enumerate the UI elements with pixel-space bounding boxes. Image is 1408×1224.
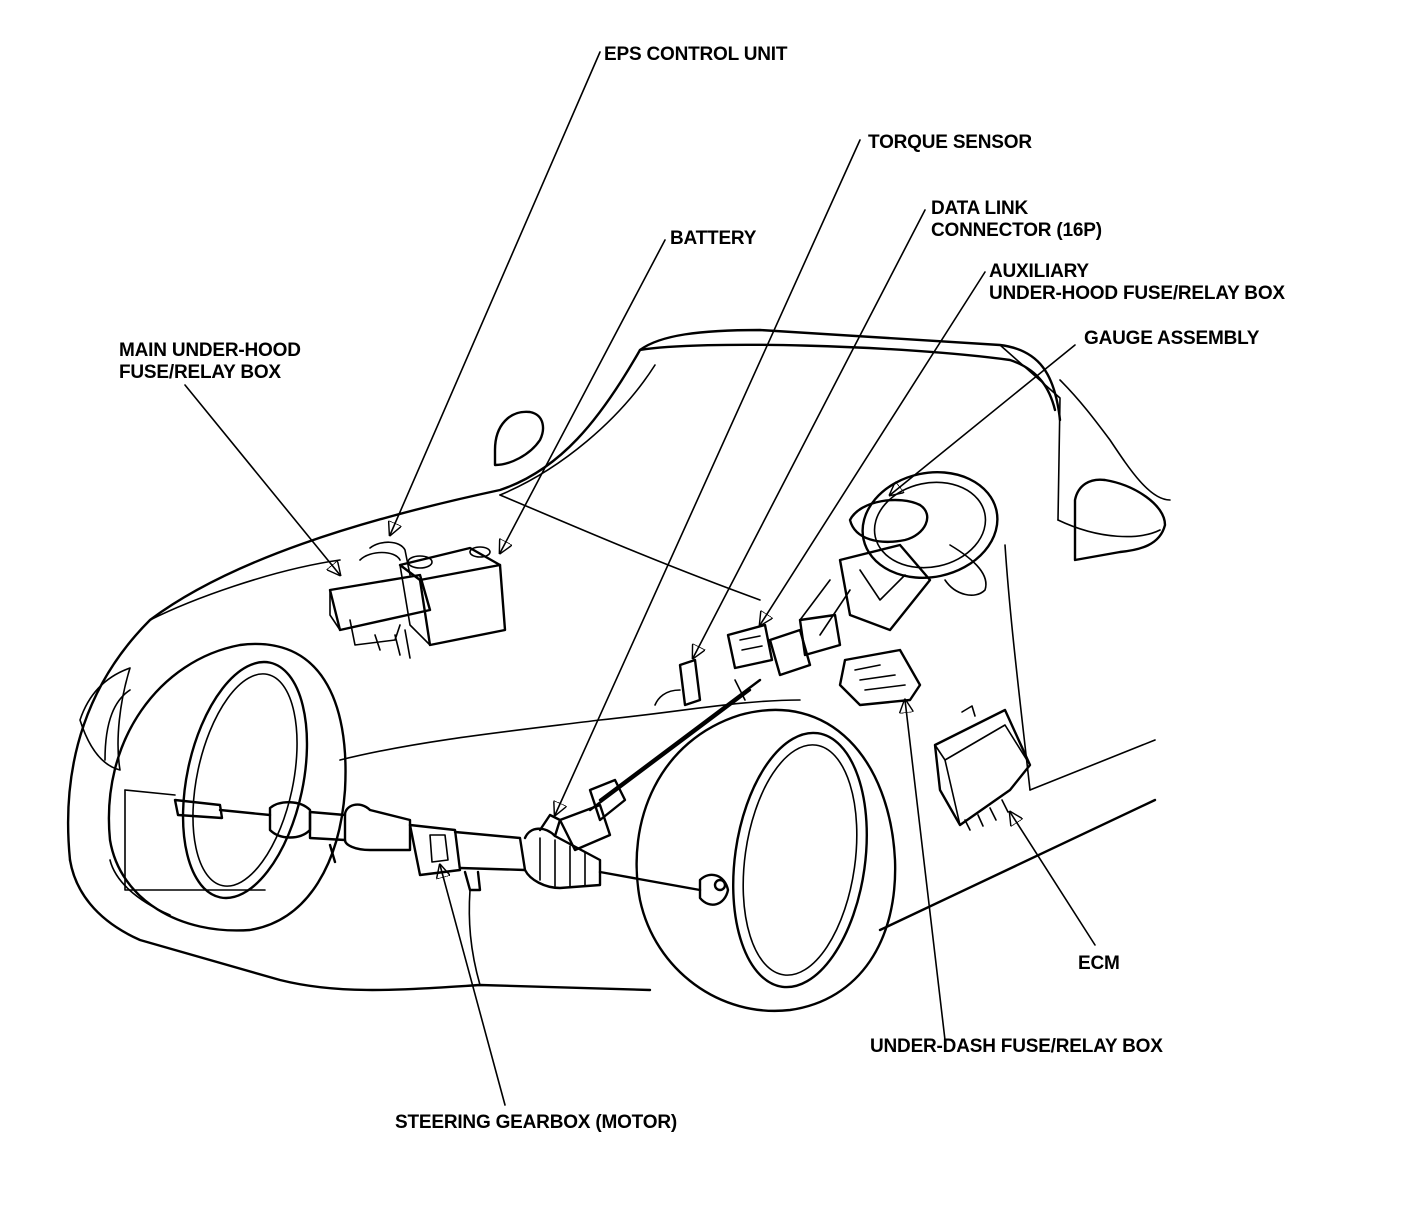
leader-torque-sensor (555, 139, 861, 815)
label-auxiliary-fuse-box: AUXILIARY UNDER-HOOD FUSE/RELAY BOX (989, 261, 1285, 304)
leader-lines (184, 51, 1096, 1106)
leader-eps-control-unit (390, 51, 601, 535)
steering-gearbox (173, 798, 730, 906)
leader-ecm (1010, 812, 1096, 946)
label-data-link-connector: DATA LINK CONNECTOR (16P) (931, 198, 1102, 241)
leader-main-fuse-box (184, 384, 340, 575)
label-main-fuse-box: MAIN UNDER-HOOD FUSE/RELAY BOX (119, 340, 301, 383)
label-under-dash-fuse-box: UNDER-DASH FUSE/RELAY BOX (870, 1036, 1163, 1057)
right-front-wheel (635, 708, 897, 1013)
label-gauge-assembly: GAUGE ASSEMBLY (1084, 328, 1260, 349)
leader-battery (500, 239, 666, 553)
left-front-wheel (107, 642, 347, 932)
label-ecm: ECM (1078, 953, 1120, 974)
label-battery: BATTERY (670, 228, 757, 249)
car-body (66, 328, 1171, 992)
battery-and-fuse-box (328, 541, 507, 659)
leader-under-dash-fuse-box (905, 700, 946, 1041)
leader-steering-gearbox (440, 865, 506, 1106)
leader-auxiliary-fuse-box (760, 271, 986, 625)
label-eps-control-unit: EPS CONTROL UNIT (604, 44, 788, 65)
steering-column (558, 471, 999, 852)
leader-gauge-assembly (890, 344, 1076, 495)
label-steering-gearbox: STEERING GEARBOX (MOTOR) (395, 1112, 677, 1133)
label-torque-sensor: TORQUE SENSOR (868, 132, 1032, 153)
under-dash-and-ecm (838, 648, 1032, 831)
leader-data-link-connector (693, 209, 926, 658)
